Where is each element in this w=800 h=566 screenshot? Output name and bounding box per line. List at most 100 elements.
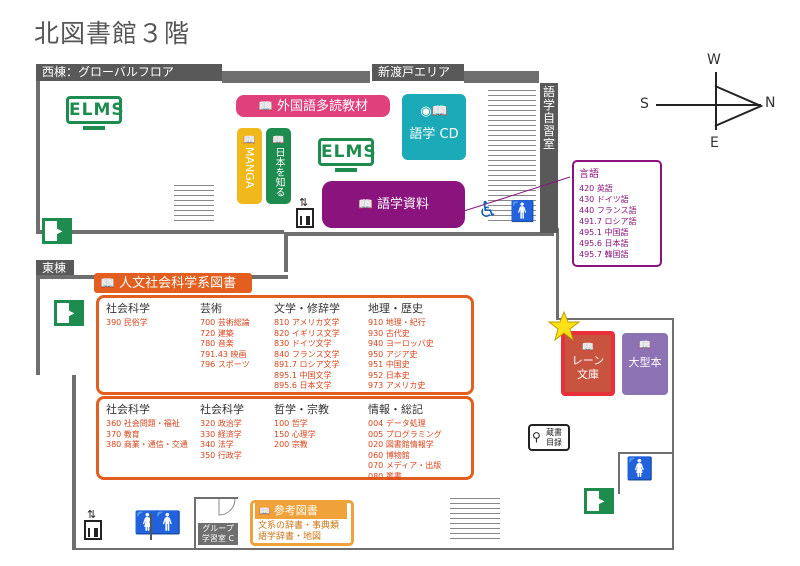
- lang-materials-label: 語学資料: [377, 197, 430, 212]
- compass-west: W: [707, 52, 721, 68]
- wall-west-bottom: [36, 230, 284, 234]
- elms-terminal-2: ELMS: [318, 138, 376, 172]
- compass-ns-line: [715, 72, 717, 130]
- category-item: 791.43 映画: [200, 349, 247, 359]
- magnifier-icon: ⚲: [532, 430, 541, 444]
- stairs-south: [450, 498, 500, 543]
- language-box-title: 言語: [579, 169, 599, 180]
- wall-right-shelf: [556, 318, 674, 320]
- reference-title: 参考図書: [273, 504, 318, 517]
- wall-east-left: [36, 275, 40, 375]
- category-heading: 哲学・宗教: [274, 403, 329, 416]
- language-item: 495.7 韓国語: [579, 250, 629, 259]
- catalog-box[interactable]: ⚲ 蔵書目録: [528, 424, 570, 451]
- category-item: 891.7 ロシア文学: [274, 360, 340, 369]
- humanities-lower-panel: [96, 396, 474, 480]
- category-heading: 文学・修辞学: [274, 302, 340, 315]
- category-heading: 地理・歴史: [368, 302, 423, 315]
- book-icon: 📖: [259, 507, 271, 517]
- language-item: 440 フランス語: [579, 206, 637, 215]
- elms-terminal-1: ELMS: [66, 96, 124, 130]
- star-icon: [548, 311, 580, 341]
- japan-label: 日本を知る: [273, 147, 284, 197]
- category-item: 080 叢書: [368, 471, 402, 481]
- reference-line-2: 語学辞書・地図: [258, 532, 322, 542]
- woman-toilet-icon-south: 🚺: [134, 511, 162, 536]
- manga-shelf: 📖 MANGA: [237, 128, 262, 204]
- category-item: 895.1 中国文学: [274, 370, 332, 380]
- category-heading: 芸術: [200, 302, 222, 315]
- wall-toilet-top: [618, 452, 674, 454]
- group-room-label-2: 学習室 C: [201, 534, 235, 543]
- category-item: 830 ドイツ文学: [274, 339, 332, 348]
- category-heading: 情報・総記: [368, 403, 423, 416]
- wall-bottom: [72, 548, 672, 550]
- lang-cd-shelf: ◉📖 語学 CD: [402, 94, 466, 160]
- wall-right-inner: [556, 228, 559, 320]
- elevator-icon-north: [296, 196, 314, 228]
- book-icon: 📖: [357, 197, 373, 211]
- language-item: 420 英語: [579, 184, 613, 193]
- compass-needle-icon: [714, 85, 764, 127]
- compass-east: E: [710, 135, 719, 151]
- group-room: グループ 学習室 C: [194, 497, 238, 549]
- wall-mid-bottom: [284, 232, 554, 236]
- japan-shelf: 📖 日本を知る: [266, 128, 291, 204]
- compass-north: N: [765, 95, 776, 111]
- category-item: 930 古代史: [368, 328, 410, 338]
- category-item: 340 法学: [200, 440, 234, 449]
- wheelchair-icon: ♿: [478, 198, 498, 223]
- category-item: 020 図書館情報学: [368, 440, 434, 449]
- language-box: 言語 420 英語 430 ドイツ語 440 フランス語 491.7 ロシア語 495.…: [572, 160, 662, 267]
- catalog-label: 蔵書目録: [546, 428, 562, 447]
- category-item: 951 中国史: [368, 360, 410, 369]
- manga-label: MANGA: [243, 147, 256, 189]
- category-item: 720 建築: [200, 328, 234, 338]
- category-item: 060 博物館: [368, 450, 410, 460]
- category-item: 200 宗教: [274, 440, 308, 449]
- door-arc-icon: [218, 498, 236, 516]
- stairs-west: [174, 185, 214, 225]
- west-wing-label: 西棟：グローバルフロア: [36, 64, 222, 81]
- wall-top-middle: [222, 71, 370, 83]
- language-item: 430 ドイツ語: [579, 195, 629, 204]
- humanities-title: 人文社会科学系図書: [119, 276, 237, 291]
- book-icon: 📖: [581, 342, 595, 353]
- lang-connector-line: [463, 176, 571, 212]
- east-wing-label: 東棟: [36, 260, 74, 277]
- stairs-north: [488, 90, 536, 225]
- book-icon: 📖: [257, 99, 273, 113]
- group-room-label: グループ 学習室 C: [198, 523, 238, 545]
- category-heading: 社会科学: [200, 403, 244, 416]
- category-item: 004 データ処理: [368, 419, 426, 428]
- book-icon: 📖: [100, 276, 115, 290]
- emergency-exit-icon-west: ▶: [42, 218, 72, 244]
- category-item: 952 日本史: [368, 370, 410, 380]
- woman-toilet-icon: 🚺: [626, 457, 654, 482]
- oversize-shelf: 📖 大型本: [622, 333, 668, 395]
- study-room-label: 語学自習室: [542, 85, 555, 151]
- language-item: 491.7 ロシア語: [579, 217, 637, 226]
- category-item: 940 ヨーロッパ史: [368, 339, 434, 348]
- category-item: 950 アジア史: [368, 349, 418, 359]
- category-heading: 社会科学: [106, 403, 150, 416]
- category-item: 370 教育: [106, 429, 140, 439]
- cd-icon: ◉📖: [420, 104, 448, 119]
- humanities-upper-panel: [96, 295, 474, 395]
- humanities-label: 📖 人文社会科学系図書: [94, 273, 252, 293]
- category-item: 100 哲学: [274, 419, 308, 428]
- category-item: 910 地理・紀行: [368, 318, 426, 327]
- reference-box: 📖 参考図書 文系の辞書・事典類 語学辞書・地図: [250, 500, 354, 546]
- wall-west-left: [36, 81, 40, 231]
- category-heading: 社会科学: [106, 302, 150, 315]
- man-toilet-icon: 🚹: [510, 199, 535, 223]
- new-area-label: 新渡戸エリア: [372, 64, 464, 81]
- category-item: 005 プログラミング: [368, 429, 442, 439]
- lang-materials-shelf: 📖 語学資料: [322, 181, 465, 228]
